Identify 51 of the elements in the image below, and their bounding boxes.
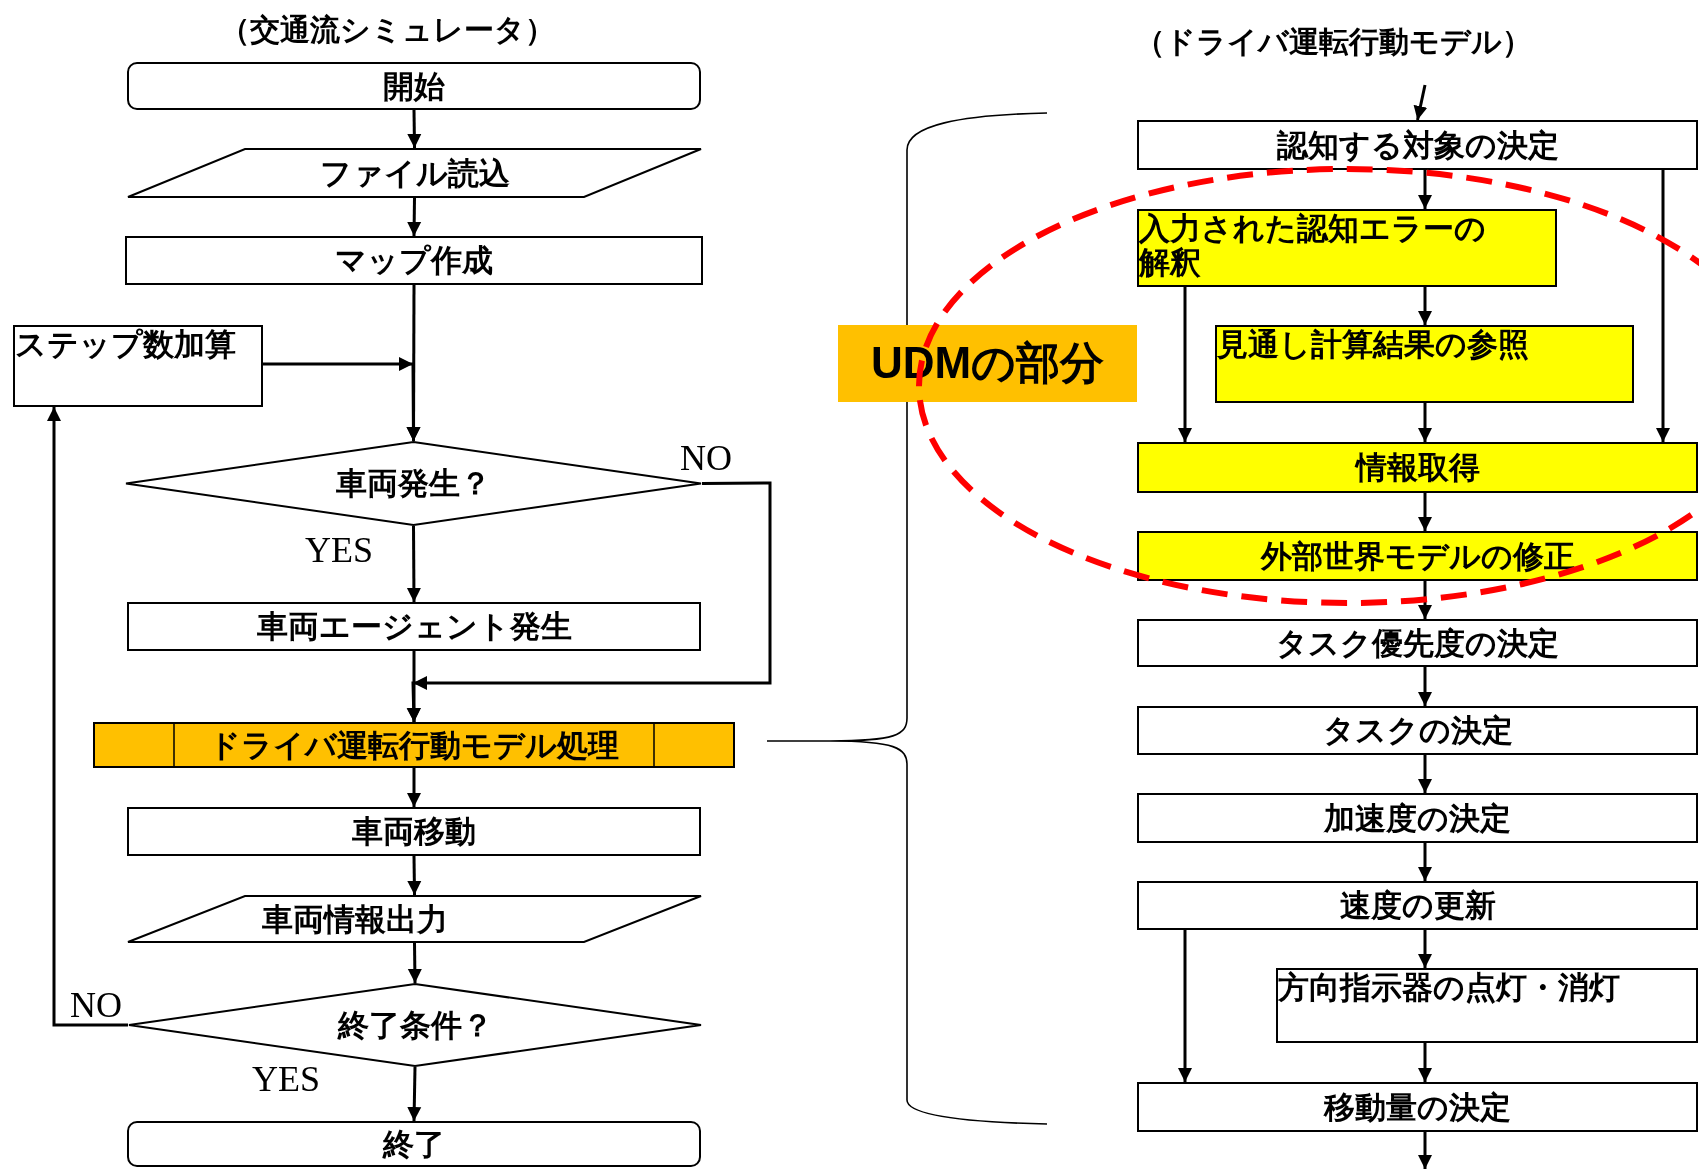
step-text: 終了条件？ [337, 1007, 493, 1043]
output-parallelogram [127, 895, 702, 943]
step-text: ドライバ運転行動モデル処理 [209, 727, 619, 763]
start-terminal [127, 62, 701, 110]
process-box [1137, 706, 1698, 755]
step-text: 外部世界モデルの修正 [1260, 538, 1575, 574]
step-text: マップ作成 [335, 243, 493, 278]
process-box [1137, 619, 1698, 667]
step-text: 入力された認知エラーの解釈 [1139, 211, 1487, 280]
process-box [1137, 120, 1698, 170]
edge-label: NO [70, 987, 122, 1023]
process-box [125, 236, 703, 285]
heading: （ドライバ運転行動モデル） [1135, 23, 1532, 61]
step-text: タスク優先度の決定 [1276, 625, 1559, 661]
step-text: ファイル読込 [319, 155, 510, 191]
step-text: 車両エージェント発生 [256, 609, 572, 644]
process-box [13, 325, 263, 407]
step-text: 車両移動 [352, 814, 476, 849]
step-text: 方向指示器の点灯・消灯 [1278, 970, 1620, 1005]
step-text: 移動量の決定 [1324, 1089, 1511, 1125]
process-box [1137, 881, 1698, 930]
process-box [1276, 968, 1698, 1043]
step-text: タスクの決定 [1322, 713, 1513, 748]
step-text: 見通し計算結果の参照 [1217, 327, 1529, 362]
process-box [1137, 442, 1698, 493]
edge-label: NO [680, 440, 732, 476]
decision-diamond [128, 983, 702, 1067]
input-parallelogram [127, 148, 702, 198]
heading: （交通流シミュレータ） [220, 11, 555, 49]
edge-label: YES [305, 532, 373, 568]
step-text: 終了 [383, 1126, 445, 1162]
step-text: 加速度の決定 [1324, 800, 1511, 836]
process-box [1137, 531, 1698, 581]
process-box [1137, 209, 1557, 287]
step-text: 車両情報出力 [261, 901, 448, 937]
callout-text: UDMの部分 [870, 339, 1105, 388]
predefined-process-box [93, 722, 735, 768]
callout-box [838, 325, 1137, 402]
step-text: 情報取得 [1355, 450, 1480, 485]
step-text: 車両発生？ [336, 466, 491, 501]
end-terminal [127, 1121, 701, 1167]
process-box [1215, 325, 1634, 403]
edge-label: YES [252, 1061, 320, 1097]
process-box [127, 602, 701, 651]
process-box [127, 807, 701, 856]
step-text: 認知する対象の決定 [1276, 127, 1559, 163]
step-text: 開始 [383, 68, 445, 104]
process-box [1137, 793, 1698, 843]
step-text: ステップ数加算 [15, 327, 236, 362]
step-text: 速度の更新 [1339, 888, 1496, 923]
process-box [1137, 1082, 1698, 1132]
